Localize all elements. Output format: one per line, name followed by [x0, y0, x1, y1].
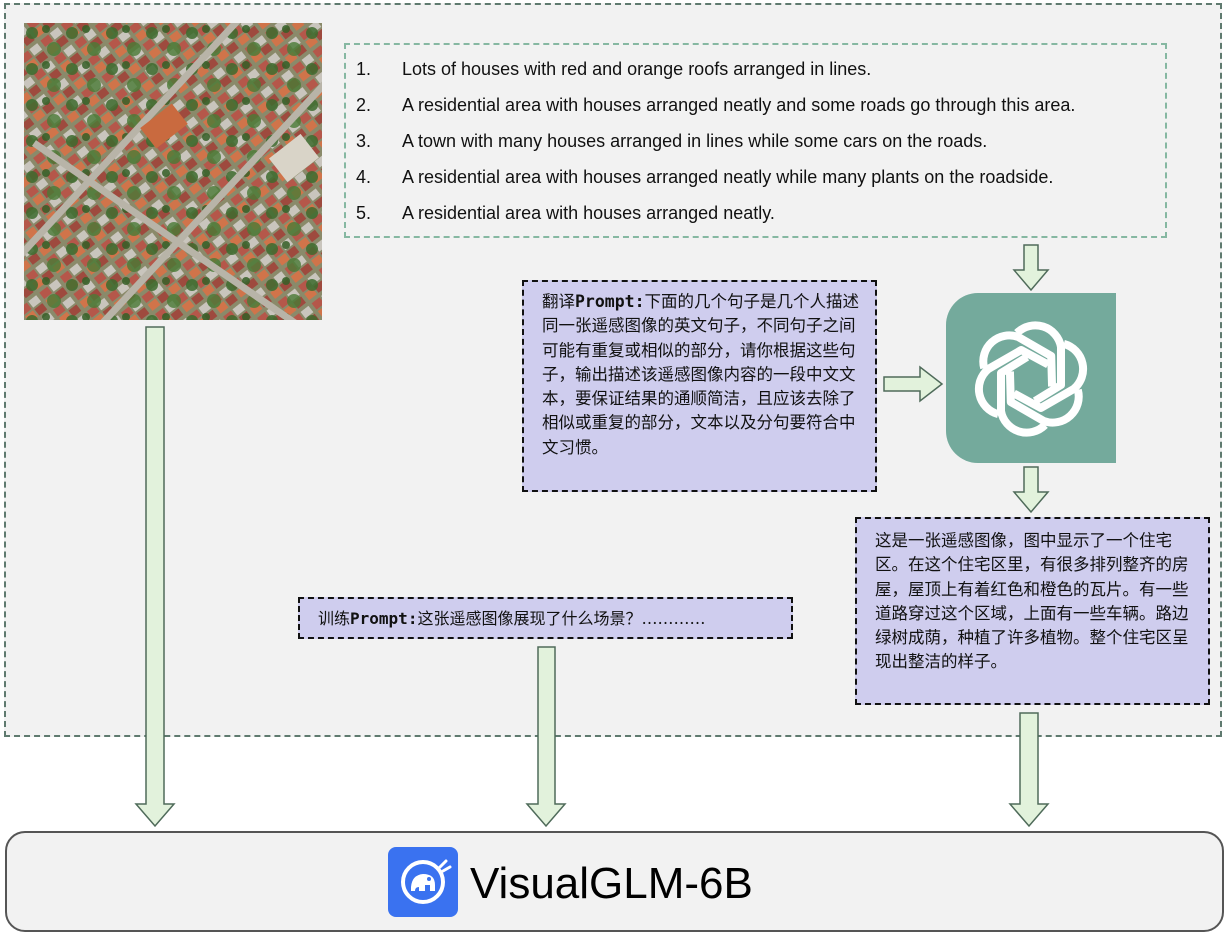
- aerial-residential-image: [24, 23, 322, 320]
- caption-item: 1. Lots of houses with red and orange roo…: [356, 57, 1165, 93]
- caption-text: A residential area with houses arranged …: [402, 203, 775, 223]
- visualglm-logo-icon: [388, 847, 458, 917]
- caption-text: Lots of houses with red and orange roofs…: [402, 59, 872, 79]
- caption-number: 4.: [356, 167, 372, 187]
- caption-list-box: 1. Lots of houses with red and orange roo…: [344, 43, 1167, 238]
- chinese-result-box: 这是一张遥感图像，图中显示了一个住宅区。在这个住宅区里，有很多排列整齐的房屋，屋…: [855, 517, 1210, 705]
- label-keyword: Prompt: [350, 609, 408, 628]
- translate-prompt-label: 翻译Prompt:: [542, 292, 645, 311]
- label-keyword: Prompt: [575, 292, 635, 311]
- caption-number: 1.: [356, 59, 372, 79]
- chinese-result-text: 这是一张遥感图像，图中显示了一个住宅区。在这个住宅区里，有很多排列整齐的房屋，屋…: [875, 531, 1189, 672]
- caption-number: 5.: [356, 203, 372, 223]
- caption-text: A town with many houses arranged in line…: [402, 131, 988, 151]
- translate-prompt-box: 翻译Prompt:下面的几个句子是几个人描述同一张遥感图像的英文句子，不同句子之…: [522, 280, 877, 492]
- caption-item: 2. A residential area with houses arrange…: [356, 93, 1165, 129]
- label-colon: :: [407, 609, 418, 628]
- label-prefix: 训练: [318, 609, 351, 628]
- model-box: [5, 831, 1224, 932]
- caption-text: A residential area with houses arranged …: [402, 167, 1054, 187]
- train-prompt-label: 训练Prompt:: [318, 609, 417, 628]
- caption-item: 3. A town with many houses arranged in li…: [356, 129, 1165, 165]
- translate-prompt-text: 下面的几个句子是几个人描述同一张遥感图像的英文句子，不同句子之间可能有重复或相似…: [542, 292, 860, 457]
- train-prompt-text: 这张遥感图像展现了什么场景？…………: [417, 609, 706, 628]
- train-prompt-box: 训练Prompt:这张遥感图像展现了什么场景？…………: [298, 597, 793, 639]
- caption-number: 2.: [356, 95, 372, 115]
- caption-number: 3.: [356, 131, 372, 151]
- openai-logo-icon: [946, 293, 1116, 463]
- caption-list: 1. Lots of houses with red and orange roo…: [346, 45, 1165, 237]
- caption-item: 5. A residential area with houses arrange…: [356, 201, 1165, 237]
- caption-item: 4. A residential area with houses arrange…: [356, 165, 1165, 201]
- caption-text: A residential area with houses arranged …: [402, 95, 1076, 115]
- label-prefix: 翻译: [542, 292, 575, 311]
- model-name: VisualGLM-6B: [470, 859, 753, 908]
- label-colon: :: [634, 292, 645, 311]
